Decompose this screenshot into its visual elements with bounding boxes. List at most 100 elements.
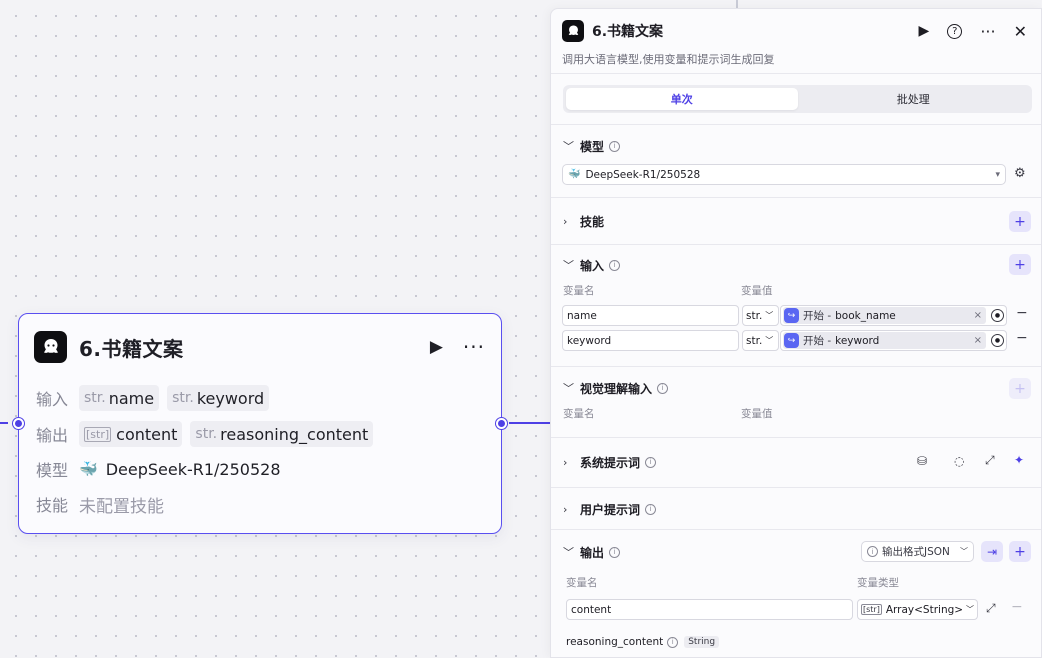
start-node-icon: ↪ [784,308,799,323]
chevron-right-icon: › [563,502,568,516]
chevron-down-icon: ﹀ [960,547,968,556]
node-output-label: 输出 [36,426,69,445]
input-section-header[interactable]: ﹀ 输入 i [563,256,621,274]
node-inputs-row: 输入 str.name str.keyword [36,385,277,411]
divider [551,529,1041,530]
input-ref-field[interactable]: ↪ 开始 - book_name × ● [780,305,1007,326]
start-node-icon: ↪ [784,333,799,348]
clear-ref-icon[interactable]: × [973,335,982,346]
divider [551,244,1041,245]
llm-node-card[interactable]: 6.书籍文案 ▶ ··· 输入 str.name str.keyword 输出 … [13,313,507,534]
node-outputs-row: 输出 [str]content str.reasoning_content [36,421,381,447]
divider [551,124,1041,125]
input-section-title: 输入 [580,258,605,273]
model-select[interactable]: 🐳 DeepSeek-R1/250528 ▾ [562,164,1006,185]
target-icon[interactable]: ● [991,334,1004,347]
tab-batch[interactable]: 批处理 [896,93,930,106]
add-vision-input-button[interactable]: + [1009,378,1031,399]
bulb-icon[interactable]: ◌ [954,454,965,468]
ai-generate-sparkle-icon[interactable]: ✦ [1014,453,1025,467]
skills-section-title: 技能 [580,214,605,229]
node-title: 6.书籍文案 [79,336,184,361]
variable-ref-pill: ↪ 开始 - keyword × [783,332,986,349]
input-type-select[interactable]: str.﹀ [742,305,779,326]
edge-in [0,422,8,424]
input-col-value-label: 变量值 [741,285,773,297]
info-icon[interactable]: i [645,503,657,515]
info-icon[interactable]: i [645,456,657,468]
node-header: 6.书籍文案 ▶ ··· [34,331,485,363]
output-format-select[interactable]: i 输出格式JSON ﹀ [861,541,974,562]
vision-col-value-label: 变量值 [741,408,773,420]
import-output-icon[interactable]: ⇥ [981,541,1003,562]
panel-description: 调用大语言模型,使用变量和提示词生成回复 [562,53,775,66]
output-port[interactable] [496,418,507,429]
input-type-select[interactable]: str.﹀ [742,330,779,351]
chevron-down-icon: ▾ [995,169,1000,180]
remove-input-icon[interactable]: − [1016,305,1028,321]
node-input-label: 输入 [36,390,69,409]
node-input-chip: str.name [79,385,160,411]
target-icon[interactable]: ● [991,309,1004,322]
add-skill-button[interactable]: + [1009,211,1031,232]
node-output-chip: [str]content [79,421,183,447]
help-icon[interactable]: ? [947,23,963,39]
clear-ref-icon[interactable]: × [973,310,982,321]
prompt-library-icon[interactable]: ⛁ [917,454,928,468]
remove-output-icon[interactable]: − [1011,599,1023,615]
user-prompt-section-header[interactable]: › 用户提示词 i [563,500,657,518]
node-config-panel: 6.书籍文案 ▶ ? ··· ✕ 调用大语言模型,使用变量和提示词生成回复 单次… [550,8,1042,658]
node-model-row: 模型 🐳 DeepSeek-R1/250528 [36,456,281,482]
divider [551,197,1041,198]
vision-section-header[interactable]: ﹀ 视觉理解输入 i [563,379,669,397]
model-settings-gear-icon[interactable]: ⚙ [1014,166,1026,181]
system-prompt-section-header[interactable]: › 系统提示词 i [563,453,657,471]
skills-section-header[interactable]: › 技能 [563,212,609,230]
output-col-name-label: 变量名 [566,577,598,589]
edge-out [509,422,551,424]
output-type-select[interactable]: [str] Array<String> ﹀ [857,599,978,620]
chevron-down-icon: ﹀ [966,605,974,614]
output-col-type-label: 变量类型 [857,577,899,589]
node-skill-label: 技能 [36,496,69,515]
add-output-button[interactable]: + [1009,541,1031,562]
vision-col-name-label: 变量名 [563,408,595,420]
node-model-value: DeepSeek-R1/250528 [105,459,281,479]
node-model-label: 模型 [36,461,69,480]
input-col-name-label: 变量名 [563,285,595,297]
reasoning-output-row: reasoning_content i String [566,636,720,648]
output-section-header[interactable]: ﹀ 输出 i [563,543,621,561]
expand-icon[interactable]: ⤢ [985,453,995,467]
expand-icon[interactable]: ⤢ [986,601,996,615]
run-node-icon[interactable]: ▶ [429,337,443,357]
model-section-title: 模型 [580,139,605,154]
input-ref-field[interactable]: ↪ 开始 - keyword × ● [780,330,1007,351]
reasoning-type-tag: String [684,636,720,648]
close-icon[interactable]: ✕ [1013,21,1027,41]
info-icon[interactable]: i [609,546,621,558]
info-icon[interactable]: i [657,382,669,394]
variable-ref-pill: ↪ 开始 - book_name × [783,307,986,324]
node-skill-row: 技能 未配置技能 [36,491,164,517]
node-logo-icon [34,331,67,363]
chevron-right-icon: › [563,455,568,469]
info-icon[interactable]: i [609,140,621,152]
panel-logo-icon [562,20,584,42]
tab-single[interactable]: 单次 [566,88,798,110]
input-var-name-field[interactable]: keyword [562,330,739,351]
info-icon[interactable]: i [609,259,621,271]
remove-input-icon[interactable]: − [1016,330,1028,346]
info-icon[interactable]: i [667,636,679,648]
info-icon: i [867,546,878,557]
output-var-name-field[interactable]: content [566,599,853,620]
add-input-button[interactable]: + [1009,254,1031,275]
node-output-chip: str.reasoning_content [190,421,374,447]
more-options-icon[interactable]: ··· [462,335,485,359]
more-icon[interactable]: ··· [980,21,996,41]
run-icon[interactable]: ▶ [918,23,930,39]
input-port[interactable] [13,418,24,429]
model-section-header[interactable]: ﹀ 模型 i [563,137,621,155]
system-prompt-title: 系统提示词 [580,455,641,470]
input-var-name-field[interactable]: name [562,305,739,326]
reasoning-output-name: reasoning_content [566,636,664,648]
